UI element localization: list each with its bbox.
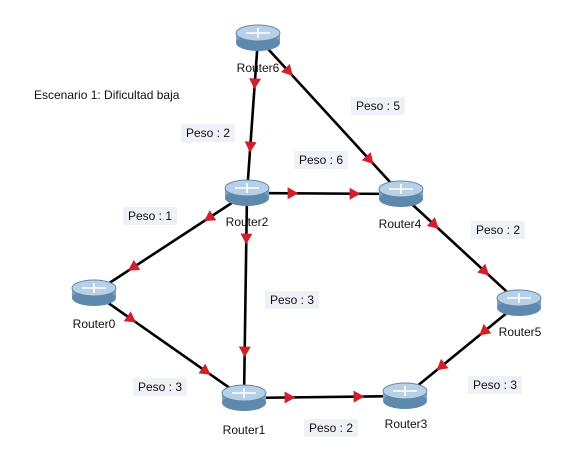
link-marker-r3-r5-b (479, 324, 492, 336)
arrows-layer (123, 63, 492, 404)
router-label-r4: Router4 (378, 217, 422, 231)
router-label-r2: Router2 (225, 215, 269, 229)
router-icon[interactable] (382, 382, 428, 409)
link-r2-r4 (246, 191, 402, 196)
weight-label-r3-r5: Peso : 3 (468, 376, 523, 394)
link-marker-r6-r2-b (244, 141, 257, 153)
link-marker-r2-r4-a (287, 187, 299, 200)
link-marker-r0-r2-b (204, 210, 217, 222)
link-r3-r5 (404, 301, 520, 398)
link-marker-r0-r1-b (198, 363, 211, 375)
link-marker-r1-r3-b (353, 390, 365, 403)
weight-label-r2-r1: Peso : 3 (265, 291, 320, 309)
link-r0-r2 (93, 191, 248, 295)
weight-label-r6-r4: Peso : 5 (351, 97, 406, 115)
routers-layer (71, 24, 542, 411)
weight-label-r0-r2: Peso : 1 (123, 207, 178, 225)
router-icon[interactable] (235, 24, 281, 51)
router-label-r5: Router5 (498, 325, 542, 339)
router-label-r1: Router1 (222, 423, 266, 437)
link-marker-r0-r2-a (128, 259, 141, 271)
router-label-r3: Router3 (384, 417, 428, 431)
weight-label-r1-r3: Peso : 2 (304, 419, 359, 437)
link-r6-r2 (245, 37, 260, 194)
link-marker-r1-r3-a (284, 391, 296, 404)
link-marker-r2-r1-b (238, 346, 251, 358)
router-label-r6: Router6 (236, 61, 280, 75)
router-icon[interactable] (221, 384, 267, 411)
router-icon[interactable] (378, 180, 424, 207)
weight-label-r2-r4: Peso : 6 (294, 151, 349, 169)
weight-label-r6-r2: Peso : 2 (181, 124, 236, 142)
link-marker-r6-r4-b (361, 152, 374, 165)
links-layer (93, 37, 520, 400)
link-r1-r3 (243, 394, 406, 400)
link-r2-r1 (242, 192, 249, 399)
router-icon[interactable] (71, 279, 117, 306)
router-icon[interactable] (496, 289, 542, 316)
link-r0-r1 (93, 291, 245, 400)
scenario-title: Escenario 1: Dificultad baja (34, 88, 180, 102)
link-marker-r3-r5-a (436, 358, 449, 371)
router-icon[interactable] (224, 179, 270, 206)
link-r4-r5 (400, 193, 520, 304)
weight-label-r0-r1: Peso : 3 (133, 378, 188, 396)
link-marker-r6-r4-a (281, 63, 293, 76)
link-marker-r4-r5-b (477, 263, 490, 276)
link-marker-r0-r1-a (123, 311, 137, 323)
router-label-r0: Router0 (72, 317, 116, 331)
link-marker-r2-r1-a (240, 233, 253, 245)
link-r6-r4 (257, 37, 402, 195)
link-marker-r4-r5-a (426, 217, 439, 229)
weight-label-r4-r5: Peso : 2 (471, 221, 526, 239)
link-marker-r2-r4-b (349, 187, 361, 200)
link-marker-r6-r2-a (249, 78, 262, 90)
